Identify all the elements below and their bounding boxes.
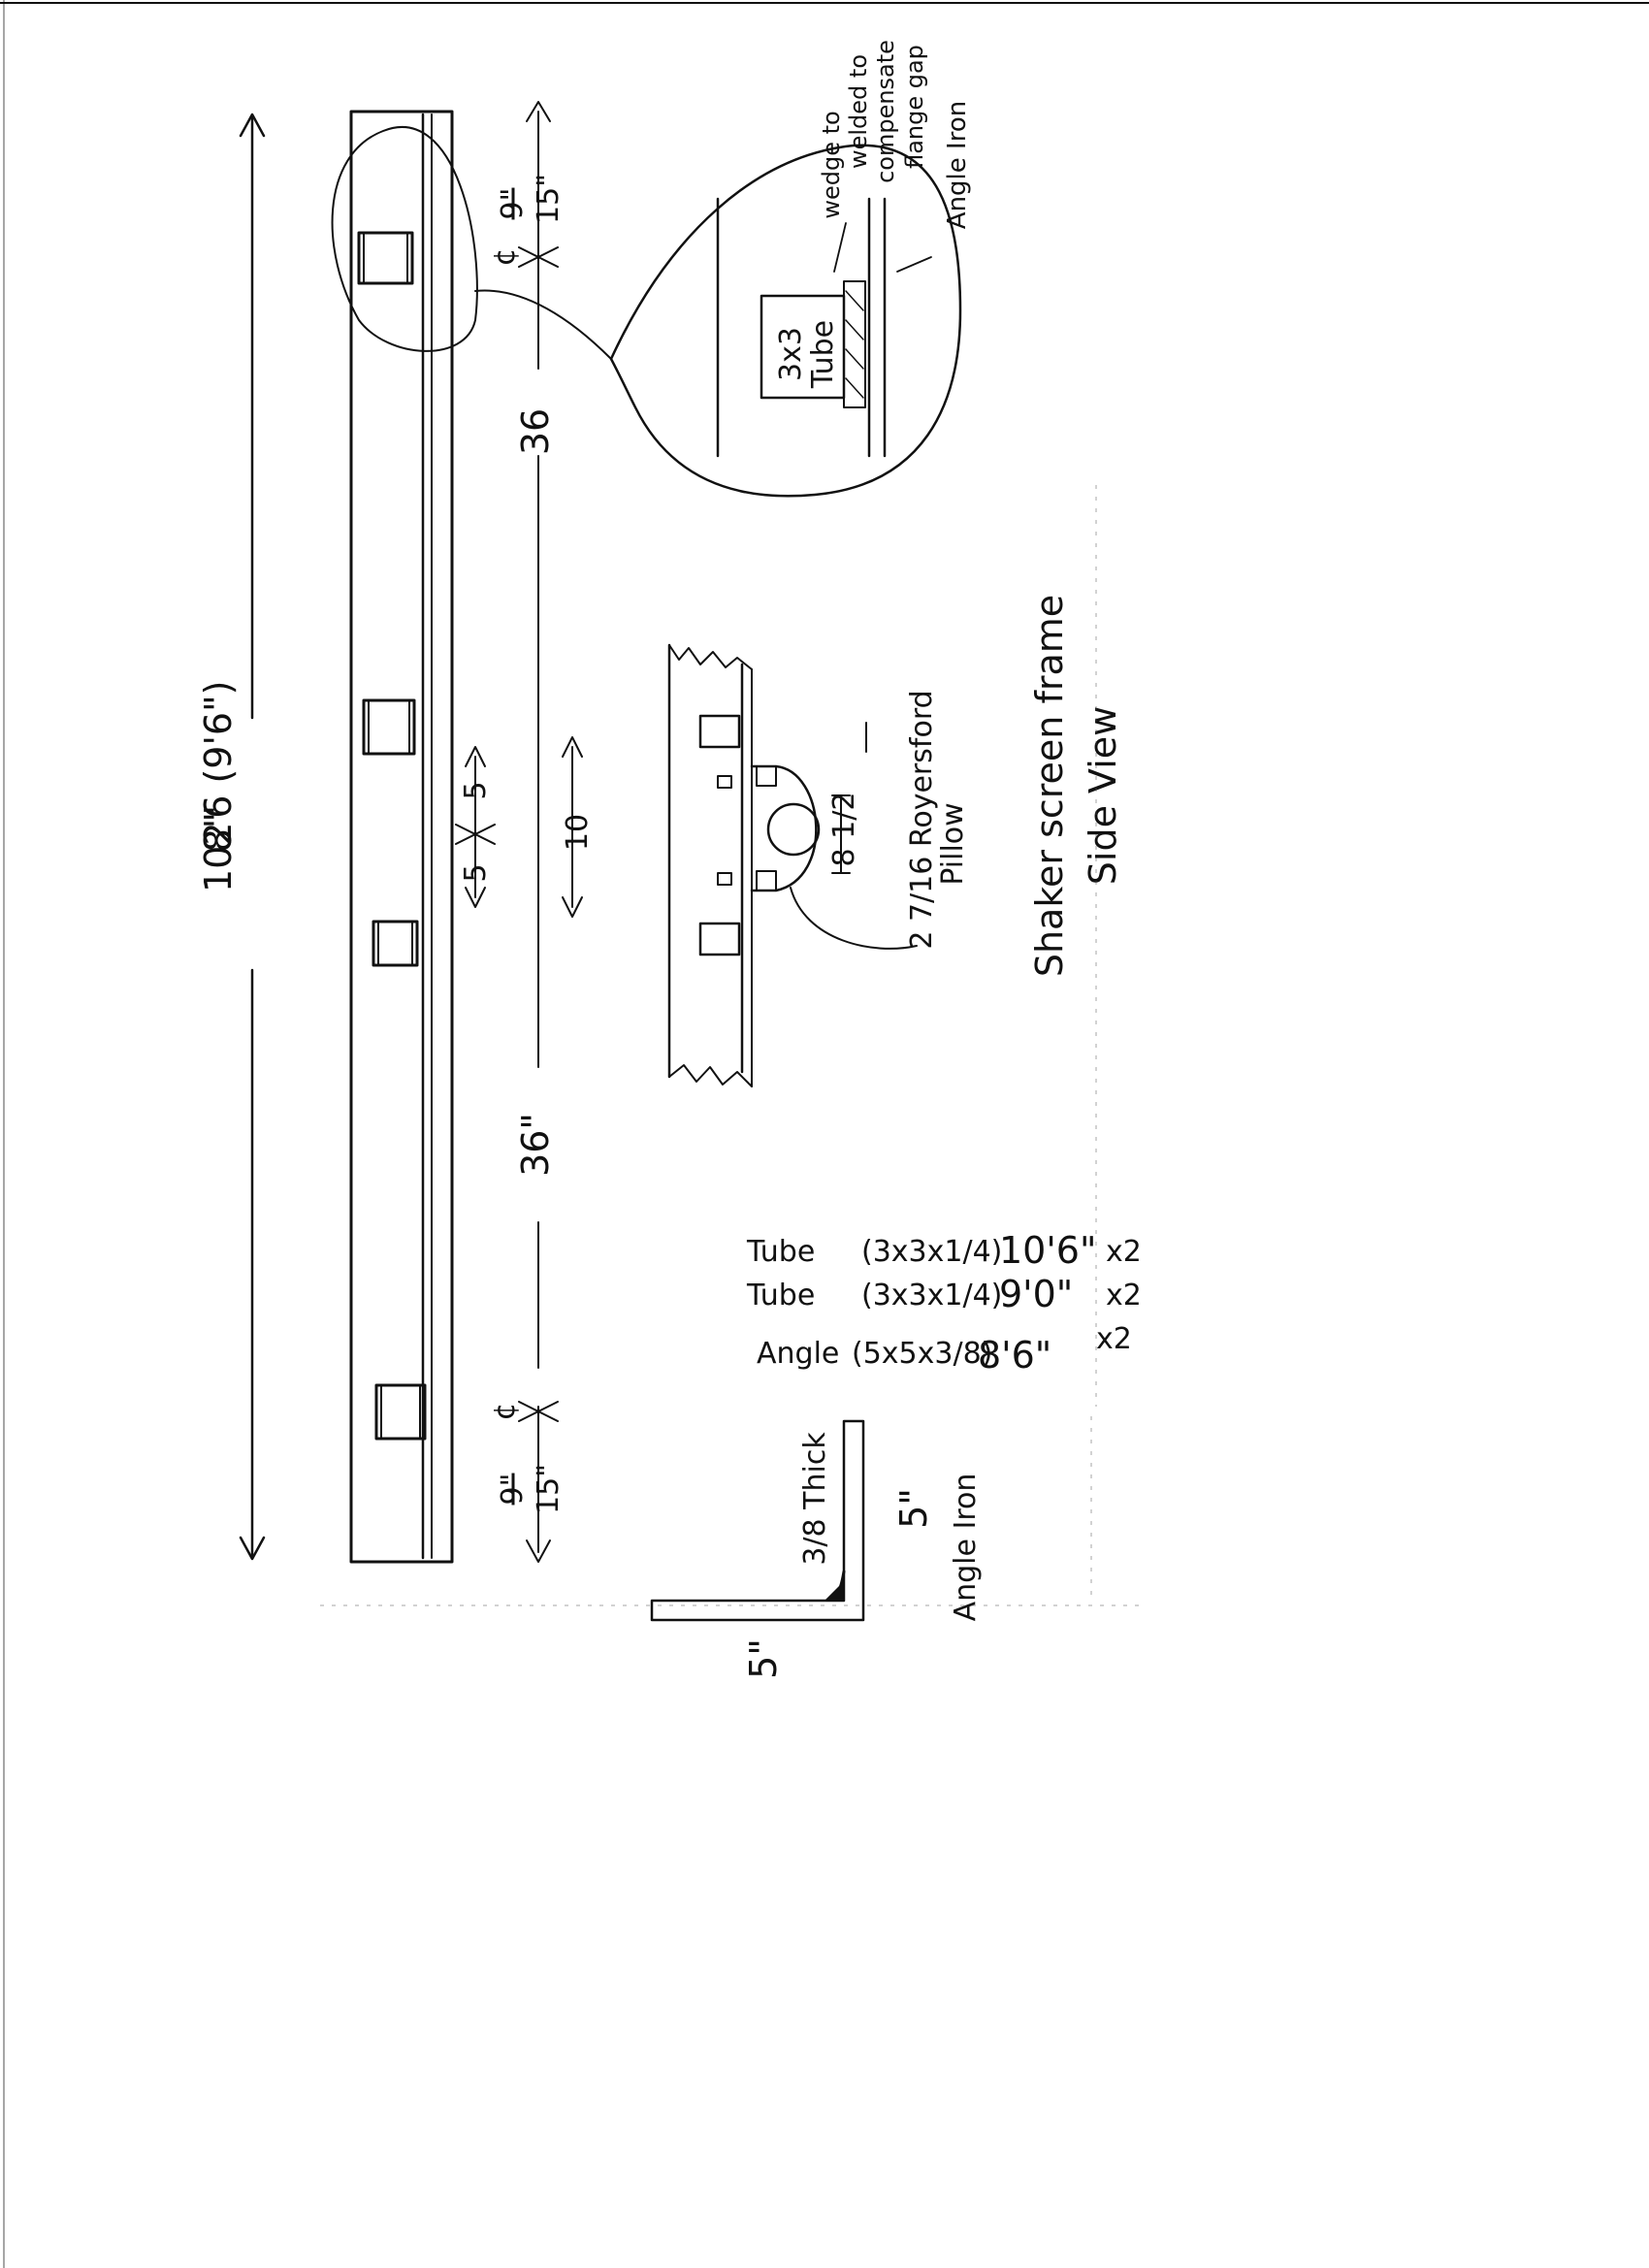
overall-length-label: 102" — [197, 805, 240, 892]
angle-iron-label: Angle Iron — [949, 1474, 983, 1622]
frame-elevation — [331, 110, 612, 1564]
title-line2: Side View — [1082, 706, 1124, 885]
drawing-title: Shaker screen frame Side View — [1028, 595, 1124, 977]
centerline-cross-icon — [455, 824, 496, 845]
cross-tube — [357, 231, 414, 285]
bottom-end-dimension: 15" — [532, 1464, 566, 1514]
frame-outline — [349, 110, 454, 1564]
bottom-end-struck: 9" — [496, 1474, 530, 1506]
material-size: (3x3x1/4) — [861, 1235, 1002, 1269]
centerline-cross-icon — [518, 1401, 559, 1422]
center-right-dimension: 5 — [459, 781, 493, 799]
arrowhead-icon — [526, 101, 551, 122]
title-line1: Shaker screen frame — [1028, 595, 1071, 977]
tube-label-line2: Tube — [806, 320, 840, 389]
material-size: (5x5x3/8) — [852, 1337, 992, 1371]
tube-label-line1: 3x3 — [774, 327, 808, 381]
angle-horizontal-leg: 5" — [742, 1638, 785, 1679]
cross-tube — [362, 698, 416, 756]
top-end-dimension: 15" — [532, 174, 566, 224]
center-total-dimension: 10 — [561, 814, 595, 851]
pillow-block-housing — [750, 764, 818, 892]
pillow-block-label-line1: 2 7/16 Royersford — [905, 690, 939, 949]
material-qty: x2 — [1106, 1279, 1142, 1312]
materials-row: Tube (3x3x1/4) 10'6" x2 — [746, 1229, 1142, 1272]
centerline-cross-icon — [518, 246, 559, 268]
background-dotted-lines — [320, 485, 1145, 1606]
materials-row: Angle (5x5x3/8) 8'6" x2 — [757, 1322, 1132, 1377]
arrowhead-icon — [526, 1539, 551, 1563]
cross-tube — [374, 1383, 427, 1441]
center-left-dimension: 5 — [459, 863, 493, 882]
bottom-spacing-dimension: 36" — [514, 1113, 557, 1177]
material-length: 9'0" — [999, 1273, 1073, 1315]
pillow-block-detail: 8 1/2 2 7/16 Royersford Pillow — [667, 643, 970, 1087]
pillow-block-height: 8 1/2 — [827, 793, 861, 867]
overall-length-dimension: 102" 8'6 (9'6") — [197, 113, 266, 1561]
material-item: Tube — [746, 1235, 815, 1269]
centerline-mark-bottom: ¢ — [488, 1402, 522, 1420]
centerline-mark: ¢ — [488, 247, 522, 266]
materials-list: Tube (3x3x1/4) 10'6" x2 Tube (3x3x1/4) 9… — [746, 1229, 1142, 1377]
detail-callout-circle — [331, 126, 478, 352]
material-item: Angle — [757, 1337, 839, 1371]
top-spacing-dimension: 36 — [514, 408, 557, 455]
overall-length-alt-label: 8'6 (9'6") — [197, 681, 240, 853]
pillow-block-label-line2: Pillow — [936, 802, 970, 885]
angle-iron-note: Angle Iron — [943, 101, 972, 229]
fillet — [824, 1581, 844, 1601]
material-size: (3x3x1/4) — [861, 1279, 1002, 1312]
spacing-dimension: ¢ 9" 15" 36 5 5 10 36" ¢ 9" 15" — [455, 101, 595, 1563]
materials-row: Tube (3x3x1/4) 9'0" x2 — [746, 1273, 1142, 1315]
shaft-circle — [766, 802, 821, 857]
arrowhead-icon — [239, 113, 266, 138]
top-end-struck: 9" — [496, 188, 530, 220]
weld-detail-bubble: 3x3 Tube wedge to welded to compensate f… — [609, 40, 972, 498]
arrowhead-icon — [239, 1536, 266, 1561]
wedge-note-3: compensate — [872, 40, 899, 183]
angle-thickness: 3/8 Thick — [798, 1432, 832, 1566]
cross-tube — [372, 920, 419, 967]
wedge-note: wedge to — [818, 111, 845, 218]
wedge — [843, 280, 866, 408]
detail-callout-leader — [474, 289, 612, 360]
material-qty: x2 — [1096, 1322, 1132, 1356]
wedge-note-2: welded to — [845, 54, 872, 169]
angle-vertical-leg: 5" — [892, 1488, 935, 1529]
material-length: 8'6" — [978, 1334, 1051, 1377]
material-item: Tube — [746, 1279, 815, 1312]
material-qty: x2 — [1106, 1235, 1142, 1269]
wedge-note-4: flange gap — [901, 45, 928, 169]
angle-iron-section: 3/8 Thick 5" Angle Iron 5" — [650, 1419, 983, 1679]
pillow-leader — [790, 887, 918, 950]
material-length: 10'6" — [999, 1229, 1096, 1272]
detail-bubble-outline — [609, 144, 962, 498]
